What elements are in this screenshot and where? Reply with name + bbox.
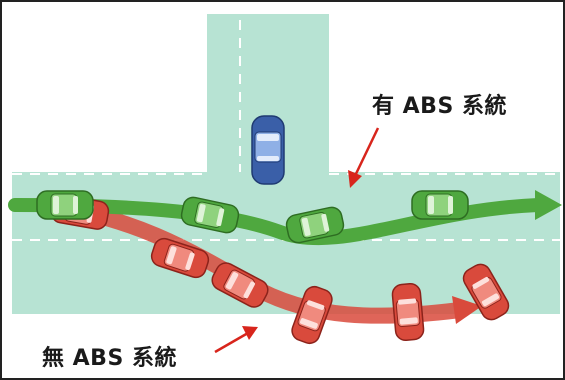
green-car (411, 190, 469, 220)
blue-car-icon (251, 115, 285, 185)
pointer-arrow-abs (348, 127, 380, 188)
pointer-arrow-noabs (214, 326, 258, 354)
green-arrow-head (535, 190, 562, 220)
red-arrow-head (452, 296, 482, 324)
label-without-abs: 無 ABS 系統 (42, 346, 177, 371)
green-car (36, 190, 94, 220)
red-car (390, 282, 426, 342)
label-with-abs: 有 ABS 系統 (372, 94, 507, 119)
